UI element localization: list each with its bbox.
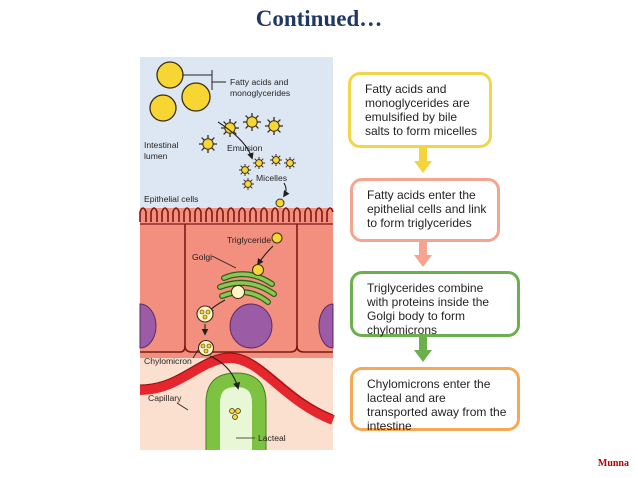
nucleus bbox=[229, 303, 273, 349]
label-golgi: Golgi bbox=[192, 252, 212, 262]
label-capillary: Capillary bbox=[148, 393, 182, 403]
step-box-triglycerides: Fatty acids enter the epithelial cells a… bbox=[350, 178, 500, 242]
capillary-vessel bbox=[139, 352, 335, 425]
golgi-body bbox=[217, 271, 277, 305]
step-text: Fatty acids enter the epithelial cells a… bbox=[367, 188, 487, 230]
fatty-acid-globule bbox=[181, 82, 211, 112]
step-box-emulsification: Fatty acids and monoglycerides are emuls… bbox=[348, 72, 492, 148]
nucleus bbox=[139, 303, 157, 349]
step-box-chylomicron-formation: Triglycerides combine with proteins insi… bbox=[350, 271, 520, 337]
fatty-acid-globule bbox=[156, 61, 184, 89]
label-epithelial-cells: Epithelial cells bbox=[144, 194, 198, 204]
chylomicron-forming bbox=[231, 285, 245, 299]
flow-arrow-down-icon bbox=[414, 337, 432, 362]
fatty-acid-droplet bbox=[275, 198, 285, 208]
microvilli bbox=[139, 207, 334, 222]
label-triglyceride: Triglyceride bbox=[227, 235, 271, 245]
label-lumen: lumen bbox=[144, 151, 168, 161]
slide-title: Continued… bbox=[255, 6, 383, 31]
label-lacteal: Lacteal bbox=[258, 433, 286, 443]
label-chylomicron: Chylomicron bbox=[144, 356, 192, 366]
triglyceride-droplet bbox=[271, 232, 283, 244]
step-box-lacteal-transport: Chylomicrons enter the lacteal and are t… bbox=[350, 367, 520, 433]
nucleus bbox=[318, 303, 334, 349]
flow-arrow-down-icon bbox=[414, 148, 432, 173]
step-text: Fatty acids and monoglycerides are emuls… bbox=[365, 82, 478, 138]
step-text: Triglycerides combine with proteins insi… bbox=[367, 281, 490, 337]
label-fatty-acids: Fatty acids and bbox=[230, 77, 288, 87]
step-text: Chylomicrons enter the lacteal and are t… bbox=[367, 377, 507, 433]
author-footer: Munna bbox=[597, 458, 629, 469]
flow-arrow-down-icon bbox=[414, 242, 432, 267]
label-monoglycerides: monoglycerides bbox=[230, 88, 290, 98]
label-emulsion: Emulsion bbox=[227, 143, 263, 153]
triglyceride-in-golgi bbox=[252, 264, 264, 276]
cell-borders bbox=[140, 224, 333, 353]
fatty-acid-globule bbox=[149, 94, 177, 122]
chylomicron-vesicle bbox=[196, 305, 214, 323]
label-micelles: Micelles bbox=[256, 173, 287, 183]
label-intestinal: Intestinal bbox=[144, 140, 178, 150]
